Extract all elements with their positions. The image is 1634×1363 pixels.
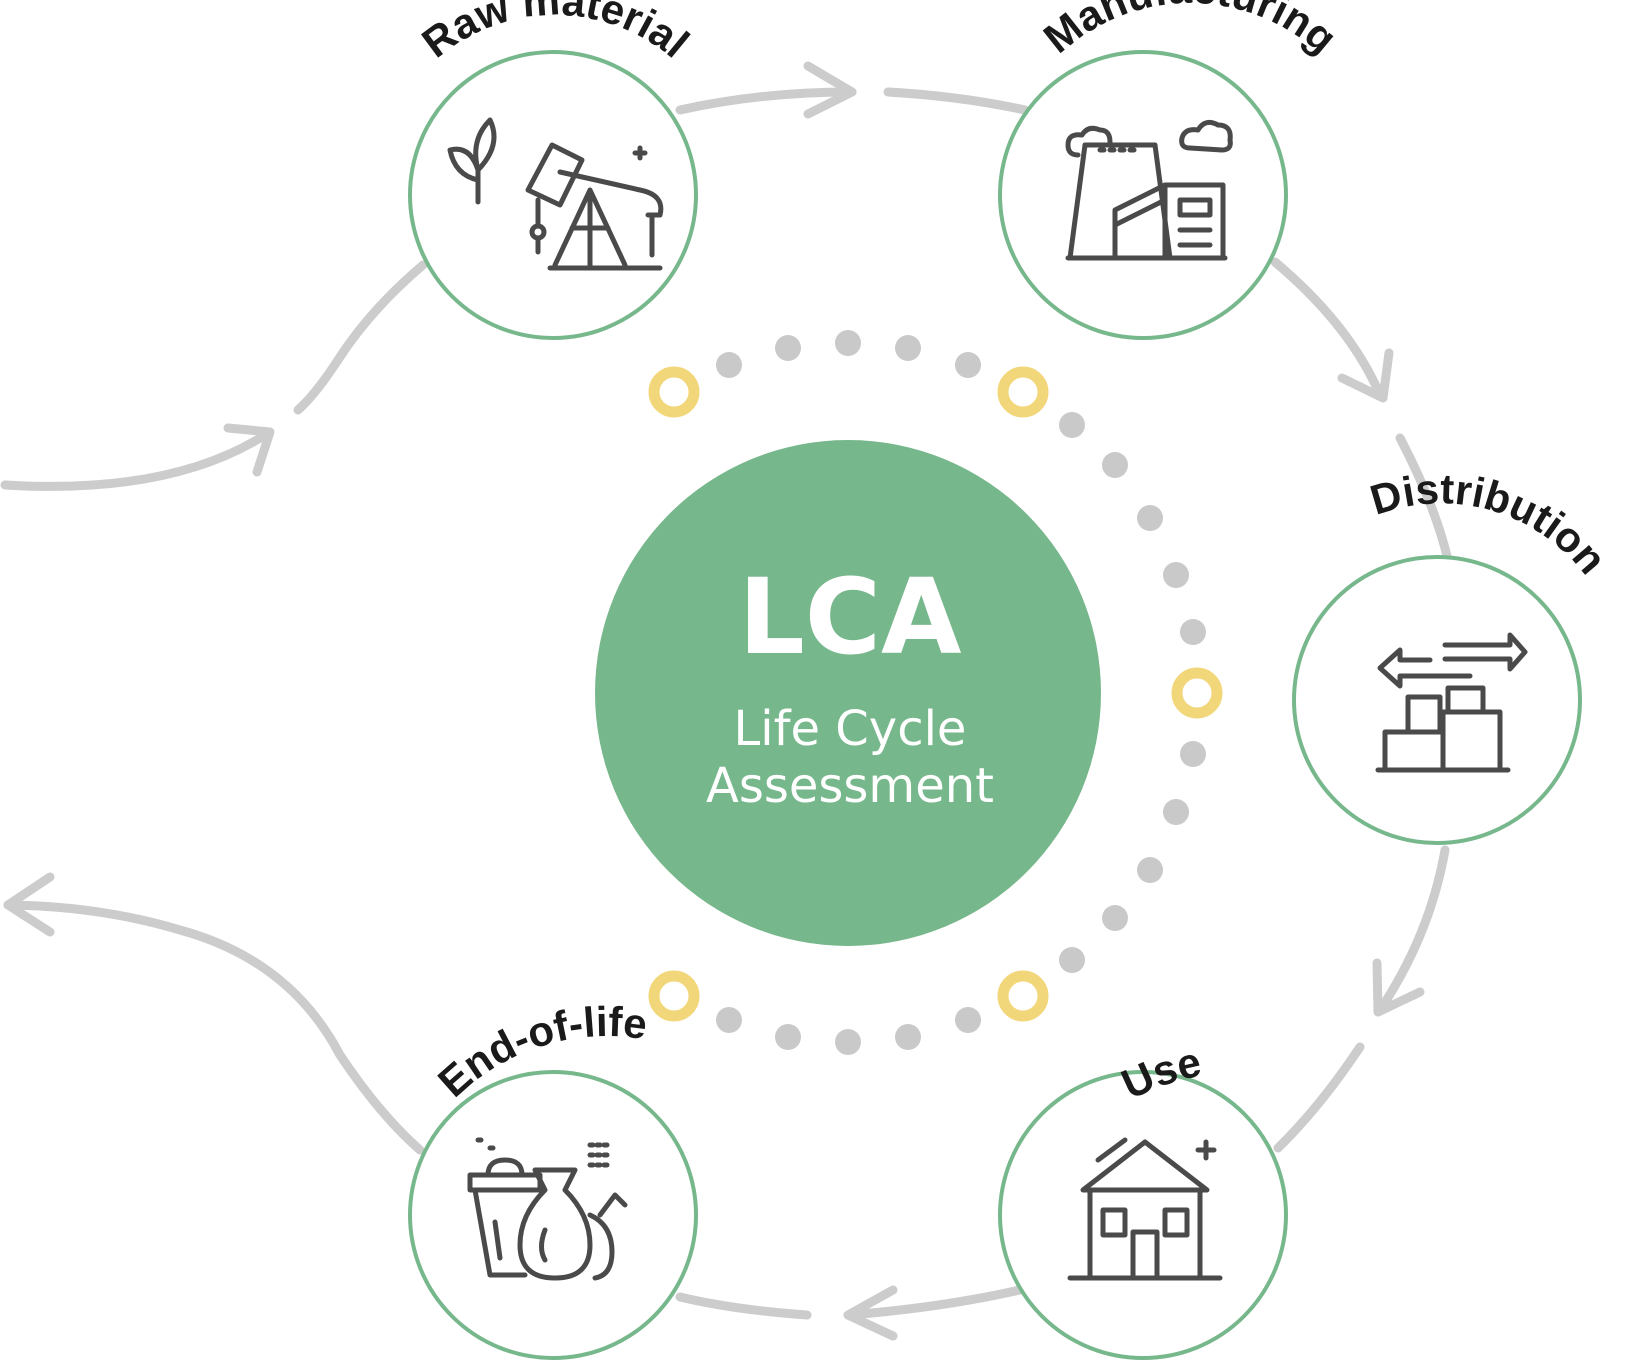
gray-dot xyxy=(775,335,801,361)
gray-dot xyxy=(1102,905,1128,931)
gray-dot xyxy=(1163,562,1189,588)
factory-icon xyxy=(1065,119,1233,261)
use-to-eol-arrow xyxy=(843,1285,1025,1320)
center-node: LCA Life Cycle Assessment xyxy=(595,440,1101,946)
node-ring xyxy=(1292,555,1582,845)
boxes-exchange-icon xyxy=(1375,632,1528,773)
gray-dot xyxy=(1059,412,1085,438)
node-ring xyxy=(408,1070,698,1360)
gray-dot xyxy=(835,330,861,356)
gray-dot xyxy=(955,352,981,378)
stage-label: Manufacturing xyxy=(1035,0,1346,62)
house-icon xyxy=(1067,1137,1223,1281)
gray-dot xyxy=(1137,505,1163,531)
raw-to-mfg-arrowhead xyxy=(803,61,857,119)
stage-use: Use xyxy=(998,1038,1288,1360)
use-approach-arc xyxy=(1273,1042,1365,1153)
waste-bin-and-bags-icon xyxy=(467,1137,628,1281)
gray-dot xyxy=(1059,947,1085,973)
stage-end-of-life: End-of-life xyxy=(408,998,698,1360)
eol-approach-arc xyxy=(675,1292,812,1320)
stage-distribution: Distribution xyxy=(1292,465,1616,845)
gray-dot xyxy=(955,1007,981,1033)
gray-dot xyxy=(1180,619,1206,645)
plant-and-oil-pump-icon xyxy=(447,117,664,271)
dist-approach-arc xyxy=(1395,433,1453,565)
gray-dot xyxy=(716,352,742,378)
gray-dot xyxy=(1102,452,1128,478)
yellow-ring xyxy=(1171,667,1223,719)
flow-arrows xyxy=(0,61,1453,1341)
dist-to-use-arrowhead xyxy=(1372,958,1425,1017)
center-subtitle-line1: Life Cycle xyxy=(734,701,967,757)
eol-outflow-arrow xyxy=(3,900,425,1155)
center-circle xyxy=(595,440,1101,946)
gray-dot xyxy=(1163,799,1189,825)
raw-to-mfg-arrow xyxy=(675,87,857,115)
dist-to-use-arrow xyxy=(1375,845,1450,1015)
use-to-eol-arrowhead xyxy=(843,1285,898,1341)
dotted-arc xyxy=(648,330,1223,1055)
mfg-to-mid-arrow xyxy=(883,87,1030,115)
yellow-ring xyxy=(648,366,700,418)
stage-raw-material: Raw material xyxy=(408,0,698,340)
gray-dot xyxy=(835,1029,861,1055)
mfg-to-dist-arrow xyxy=(1270,257,1385,400)
gray-dot xyxy=(716,1007,742,1033)
eol-outflow-arrowhead xyxy=(3,872,55,937)
inflow-arrowhead xyxy=(223,423,275,477)
yellow-ring xyxy=(648,970,700,1022)
gray-dot xyxy=(775,1024,801,1050)
gray-dot xyxy=(1180,741,1206,767)
mfg-to-dist-arrowhead xyxy=(1337,348,1394,403)
stage-manufacturing: Manufacturing xyxy=(998,0,1346,340)
node-ring xyxy=(998,1070,1288,1360)
gray-dot xyxy=(895,335,921,361)
yellow-ring xyxy=(997,970,1049,1022)
center-subtitle-line2: Assessment xyxy=(706,758,994,814)
inflow-arrow-line xyxy=(0,430,270,491)
gray-dot xyxy=(1137,857,1163,883)
center-title: LCA xyxy=(738,556,961,678)
gray-dot xyxy=(895,1024,921,1050)
yellow-ring xyxy=(997,366,1049,418)
raw-to-upper-arc xyxy=(293,260,428,415)
